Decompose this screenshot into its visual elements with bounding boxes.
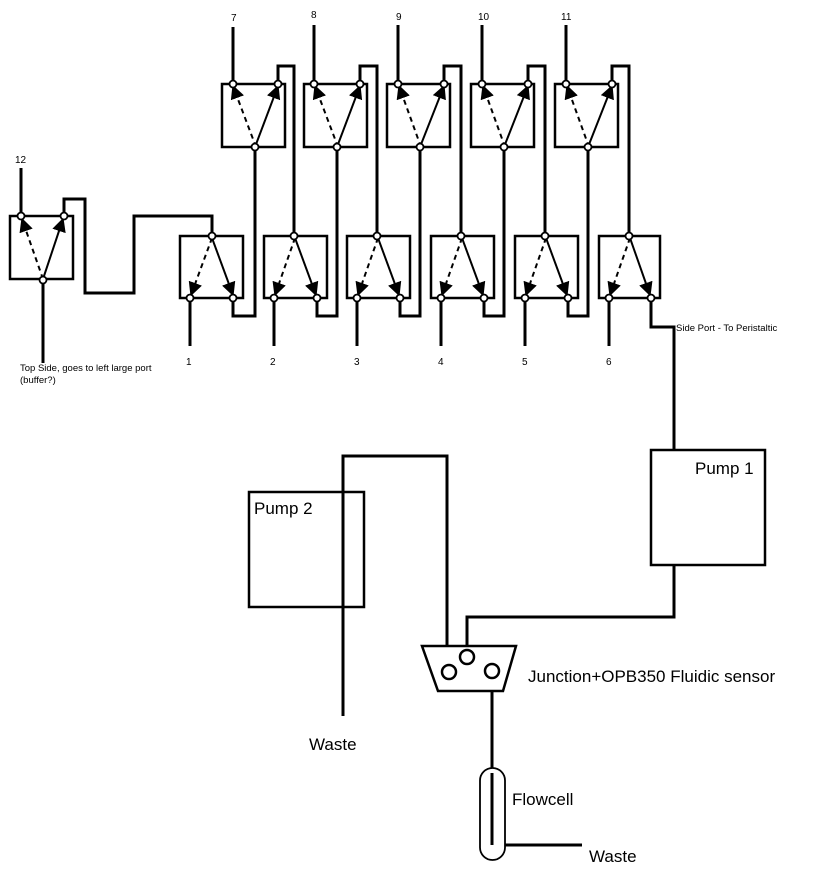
pump-2	[247, 490, 366, 609]
pump-1-label: Pump 1	[695, 459, 754, 478]
valve-9	[385, 79, 452, 152]
side-port-note: Side Port - To Peristaltic	[676, 323, 777, 334]
valve-2	[262, 231, 329, 303]
port-9-label: 9	[396, 12, 402, 23]
valve-11	[553, 79, 620, 152]
valve-12	[8, 211, 75, 285]
port-7-label: 7	[231, 13, 237, 24]
port-2-label: 2	[270, 357, 276, 368]
line-tv2-out	[315, 147, 339, 318]
pump-2-label: Pump 2	[254, 499, 313, 518]
top-side-note-line2: (buffer?)	[20, 375, 56, 386]
line-pump2-loop	[341, 454, 449, 716]
valve-4	[429, 231, 496, 303]
line-side-port-to-pump1	[465, 298, 676, 650]
line-tv5-out	[566, 147, 590, 318]
waste-bottom-label: Waste	[589, 847, 637, 866]
valve-10	[469, 79, 536, 152]
top-side-note-line1: Top Side, goes to left large port	[20, 363, 152, 374]
port-8-label: 8	[311, 10, 317, 21]
port-10-label: 10	[478, 12, 490, 23]
line-tv1-out	[231, 147, 257, 318]
port-3-label: 3	[354, 357, 360, 368]
port-1-label: 1	[186, 357, 192, 368]
valve-3	[345, 231, 412, 303]
valve-8	[302, 79, 369, 152]
line-tv5-to-bv6	[610, 64, 631, 236]
junction-label: Junction+OPB350 Fluidic sensor	[528, 667, 775, 686]
line-tv4-to-bv5	[526, 64, 547, 236]
valve-1	[178, 231, 245, 303]
line-tv1-to-bv2	[276, 64, 296, 236]
flowcell-label: Flowcell	[512, 790, 573, 809]
port-5-label: 5	[522, 357, 528, 368]
line-tv4-out	[482, 147, 506, 318]
pump-1	[649, 448, 767, 567]
line-v12-to-v1	[62, 197, 214, 295]
line-tv3-to-bv4	[442, 64, 463, 236]
flowcell	[479, 767, 506, 861]
port-11-label: 11	[561, 12, 572, 23]
port-12-label: 12	[15, 155, 27, 166]
valve-6	[597, 231, 662, 303]
waste-left-label: Waste	[309, 735, 357, 754]
line-tv2-to-bv3	[358, 64, 379, 236]
valve-7	[220, 79, 287, 152]
port-6-label: 6	[606, 357, 612, 368]
line-tv3-out	[398, 147, 422, 318]
port-4-label: 4	[438, 357, 444, 368]
valve-5	[513, 231, 580, 303]
junction-sensor	[420, 644, 518, 693]
